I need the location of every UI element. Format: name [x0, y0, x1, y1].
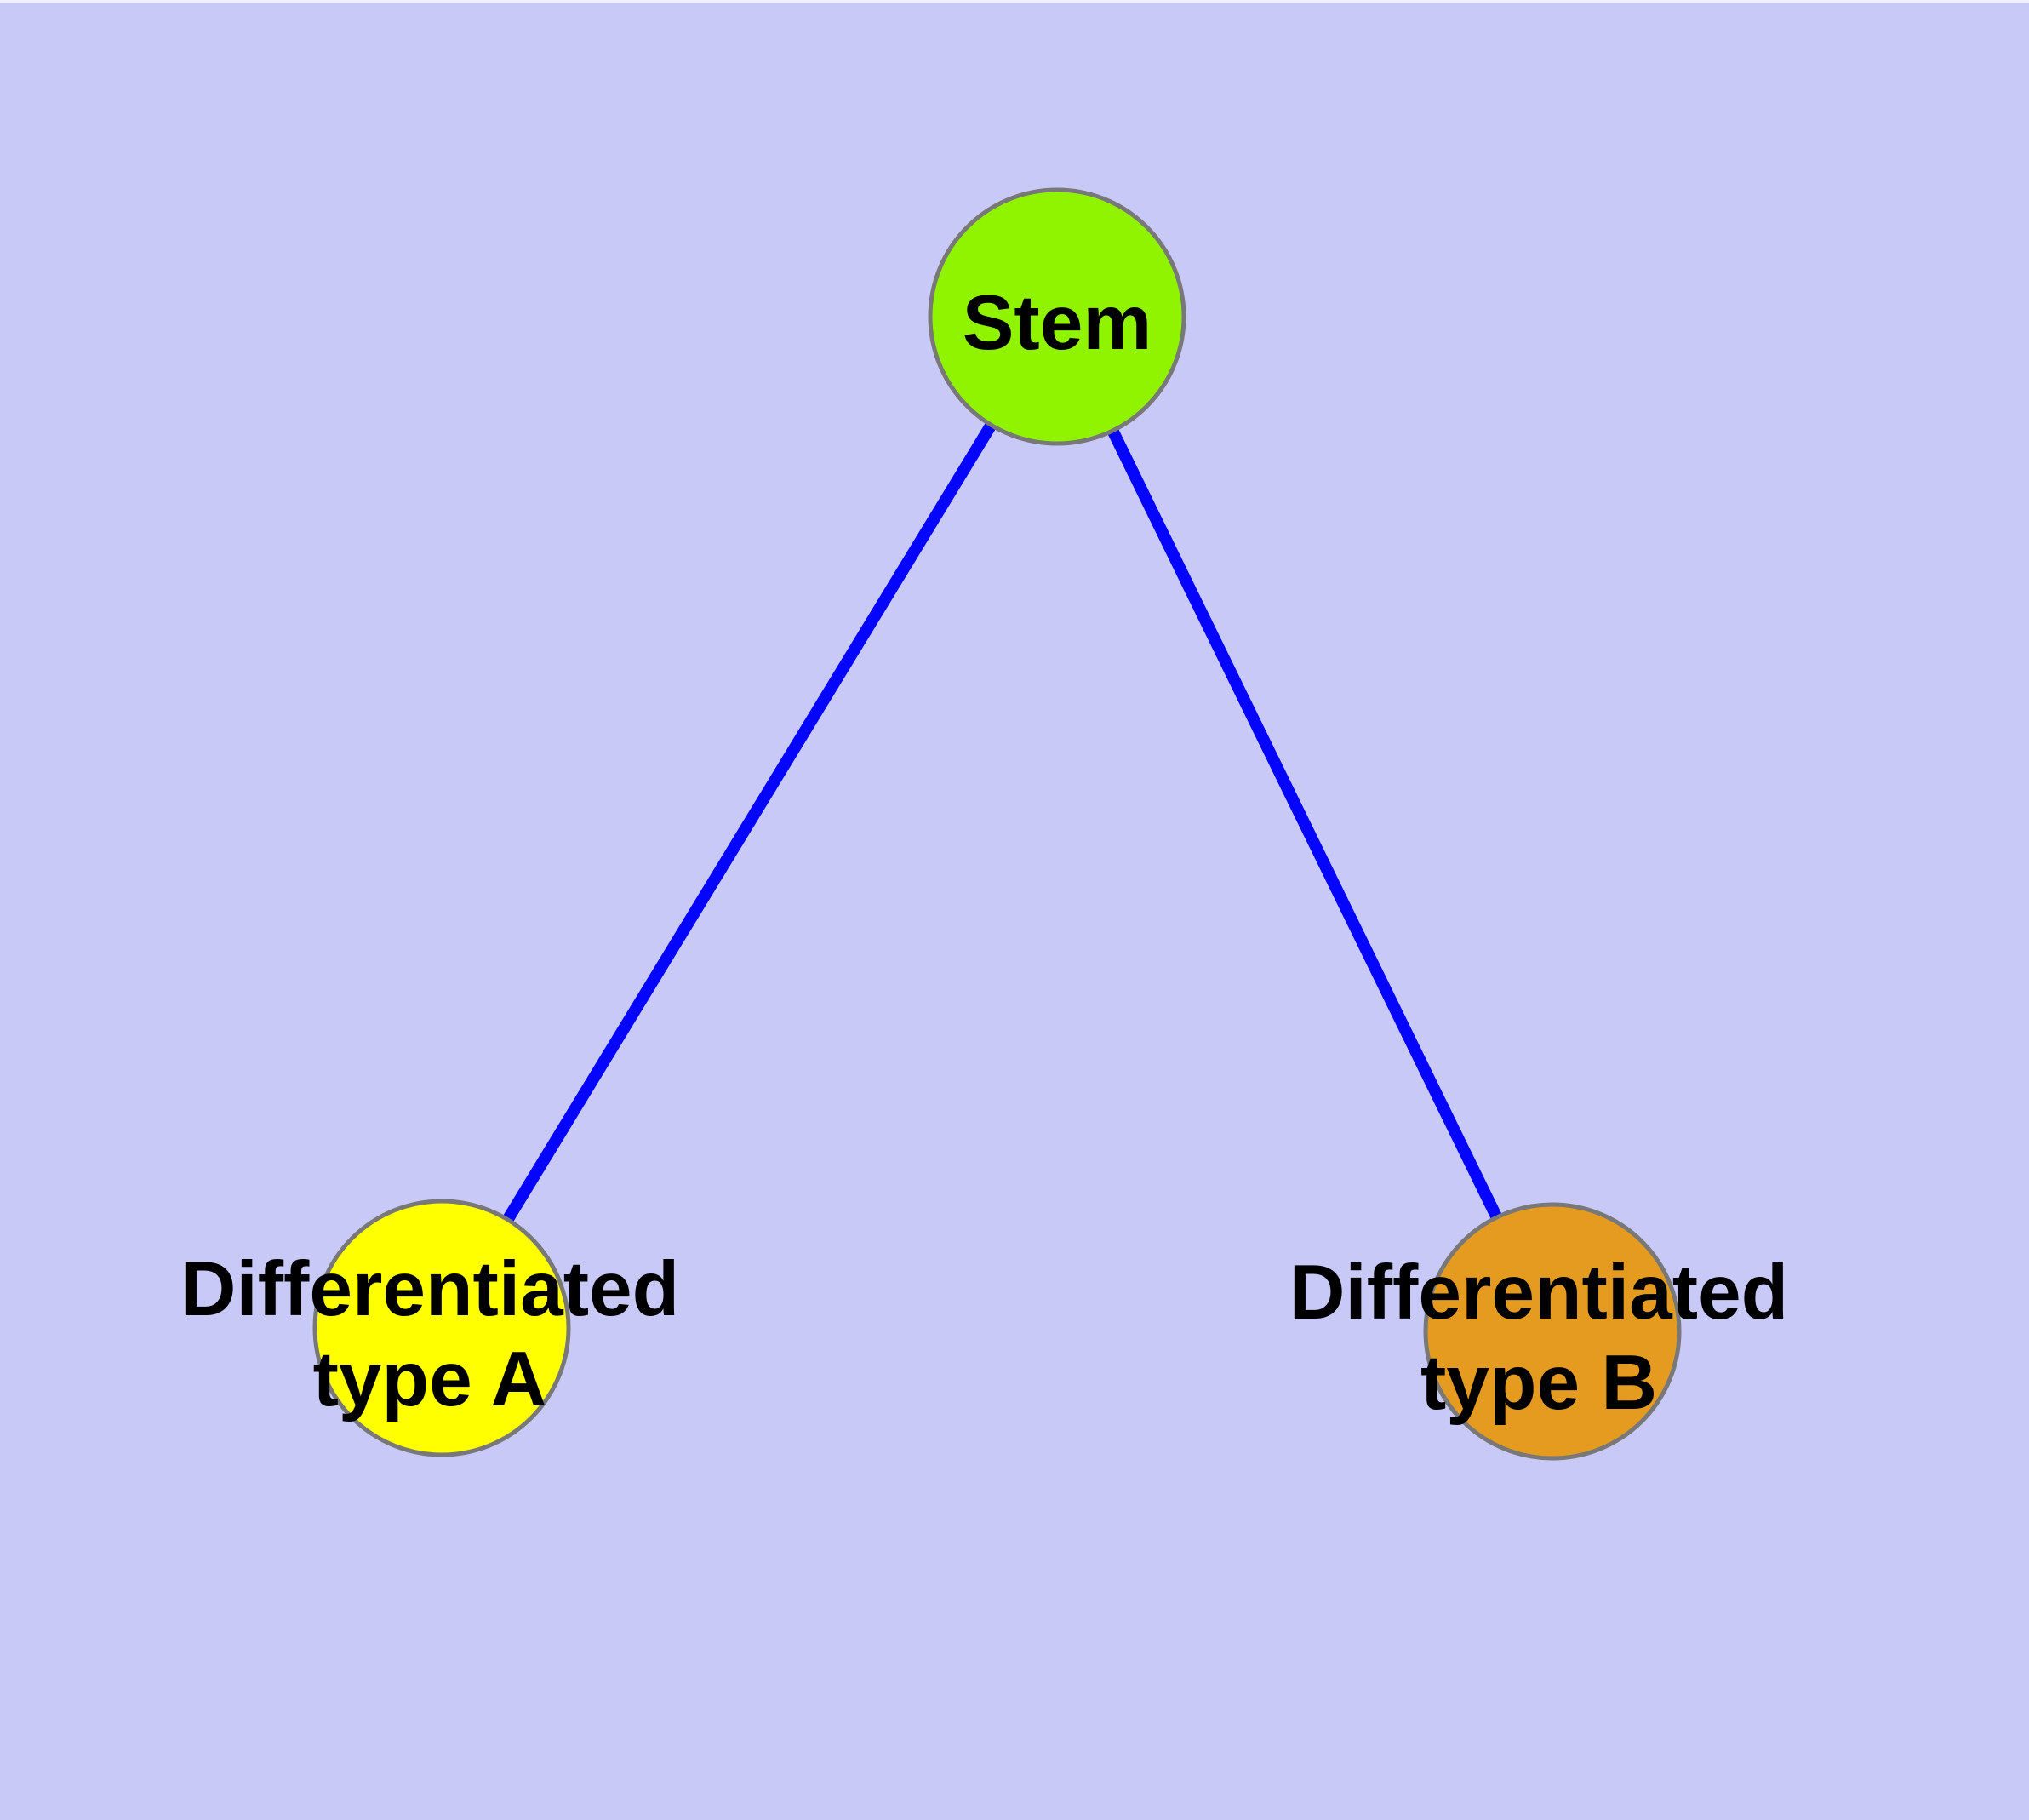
node-label-differentiated-type-b-line-1: Differentiated — [1289, 1250, 1789, 1336]
node-stem: Stem — [928, 187, 1186, 446]
node-label-differentiated-type-b-line-2: type B — [1420, 1340, 1657, 1426]
node-label-differentiated-type-a-line-1: Differentiated — [180, 1246, 680, 1332]
node-circle-stem — [928, 187, 1186, 446]
node-label-differentiated-type-a-line-2: type A — [313, 1336, 547, 1422]
canvas-top-border — [0, 0, 2029, 3]
edge-stem-to-differentiated-type-b — [1051, 313, 1558, 1335]
node-label-stem-line-1: Stem — [963, 280, 1152, 366]
node-circle-differentiated-type-b — [1423, 1202, 1682, 1461]
node-circle-differentiated-type-a — [312, 1199, 571, 1457]
edge-stem-to-differentiated-type-a — [437, 313, 1062, 1331]
